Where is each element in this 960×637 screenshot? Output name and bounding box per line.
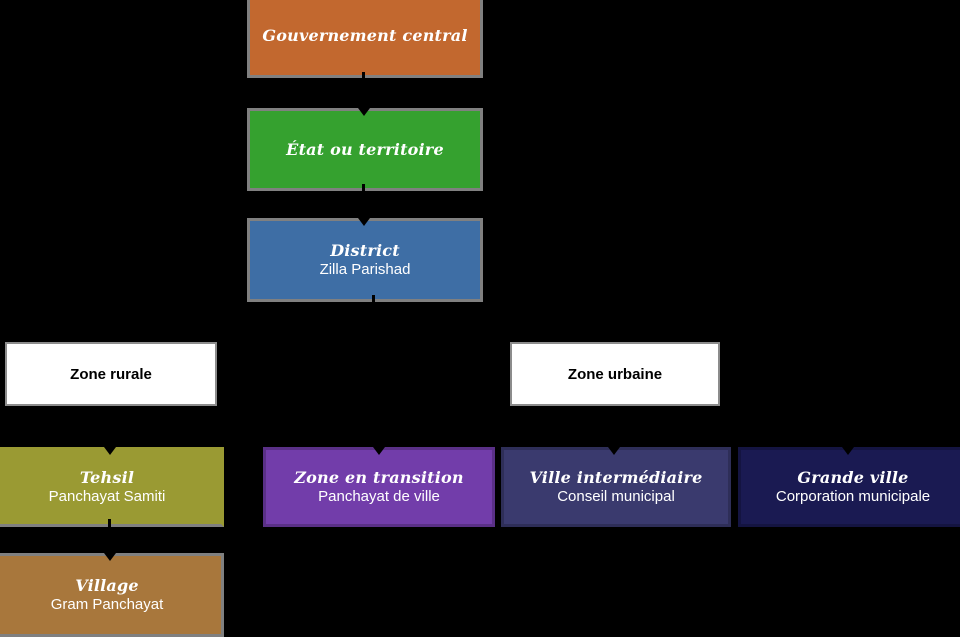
node-subtitle: Panchayat Samiti xyxy=(48,488,166,505)
node-subtitle: Panchayat de ville xyxy=(318,488,440,505)
node-district: District Zilla Parishad xyxy=(247,218,483,302)
node-rural-zone: Zone rurale xyxy=(5,342,217,406)
node-title: Ville intermédiaire xyxy=(529,468,703,487)
node-subtitle: Conseil municipal xyxy=(557,488,675,505)
node-subtitle: Gram Panchayat xyxy=(50,596,164,613)
connector-to-intermediate-city xyxy=(612,426,615,450)
arrowhead-into-intermediate-city xyxy=(608,447,620,455)
node-title: Village xyxy=(75,576,139,595)
connector-to-large-city xyxy=(846,426,849,450)
connector-rural-to-tehsil xyxy=(108,406,111,450)
connector-urban-stub xyxy=(612,406,615,428)
node-intermediate-city: Ville intermédiaire Conseil municipal xyxy=(501,447,731,527)
arrowhead-into-tehsil xyxy=(104,447,116,455)
node-large-city: Grande ville Corporation municipale xyxy=(738,447,960,527)
connector-district-stub xyxy=(372,295,375,324)
node-title: Zone urbaine xyxy=(567,365,663,383)
connector-district-split xyxy=(110,322,615,325)
arrowhead-into-state xyxy=(358,108,370,116)
arrowhead-into-transition-zone xyxy=(373,447,385,455)
node-title: Grande ville xyxy=(797,468,909,487)
connector-tehsil-to-village xyxy=(108,519,111,556)
node-title: Tehsil xyxy=(79,468,135,487)
connector-to-transition-zone xyxy=(377,426,380,450)
node-transition-zone: Zone en transition Panchayat de ville xyxy=(263,447,495,527)
arrowhead-into-village xyxy=(104,553,116,561)
node-central-government: Gouvernement central xyxy=(247,0,483,78)
connector-to-rural-zone xyxy=(109,322,112,342)
node-title: État ou territoire xyxy=(286,140,444,159)
node-title: District xyxy=(330,241,400,260)
node-subtitle: Corporation municipale xyxy=(775,488,931,505)
node-tehsil: Tehsil Panchayat Samiti xyxy=(0,447,224,527)
connector-state-to-district xyxy=(362,184,365,220)
node-title: Gouvernement central xyxy=(262,25,468,45)
arrowhead-into-district xyxy=(358,218,370,226)
node-title: Zone en transition xyxy=(294,468,464,487)
node-urban-zone: Zone urbaine xyxy=(510,342,720,406)
node-subtitle: Zilla Parishad xyxy=(319,261,411,278)
node-village: Village Gram Panchayat xyxy=(0,553,224,637)
connector-central-to-state xyxy=(362,72,365,110)
connector-to-urban-zone xyxy=(613,322,616,342)
node-state-or-territory: État ou territoire xyxy=(247,108,483,191)
node-title: Zone rurale xyxy=(70,365,152,383)
arrowhead-into-large-city xyxy=(842,447,854,455)
